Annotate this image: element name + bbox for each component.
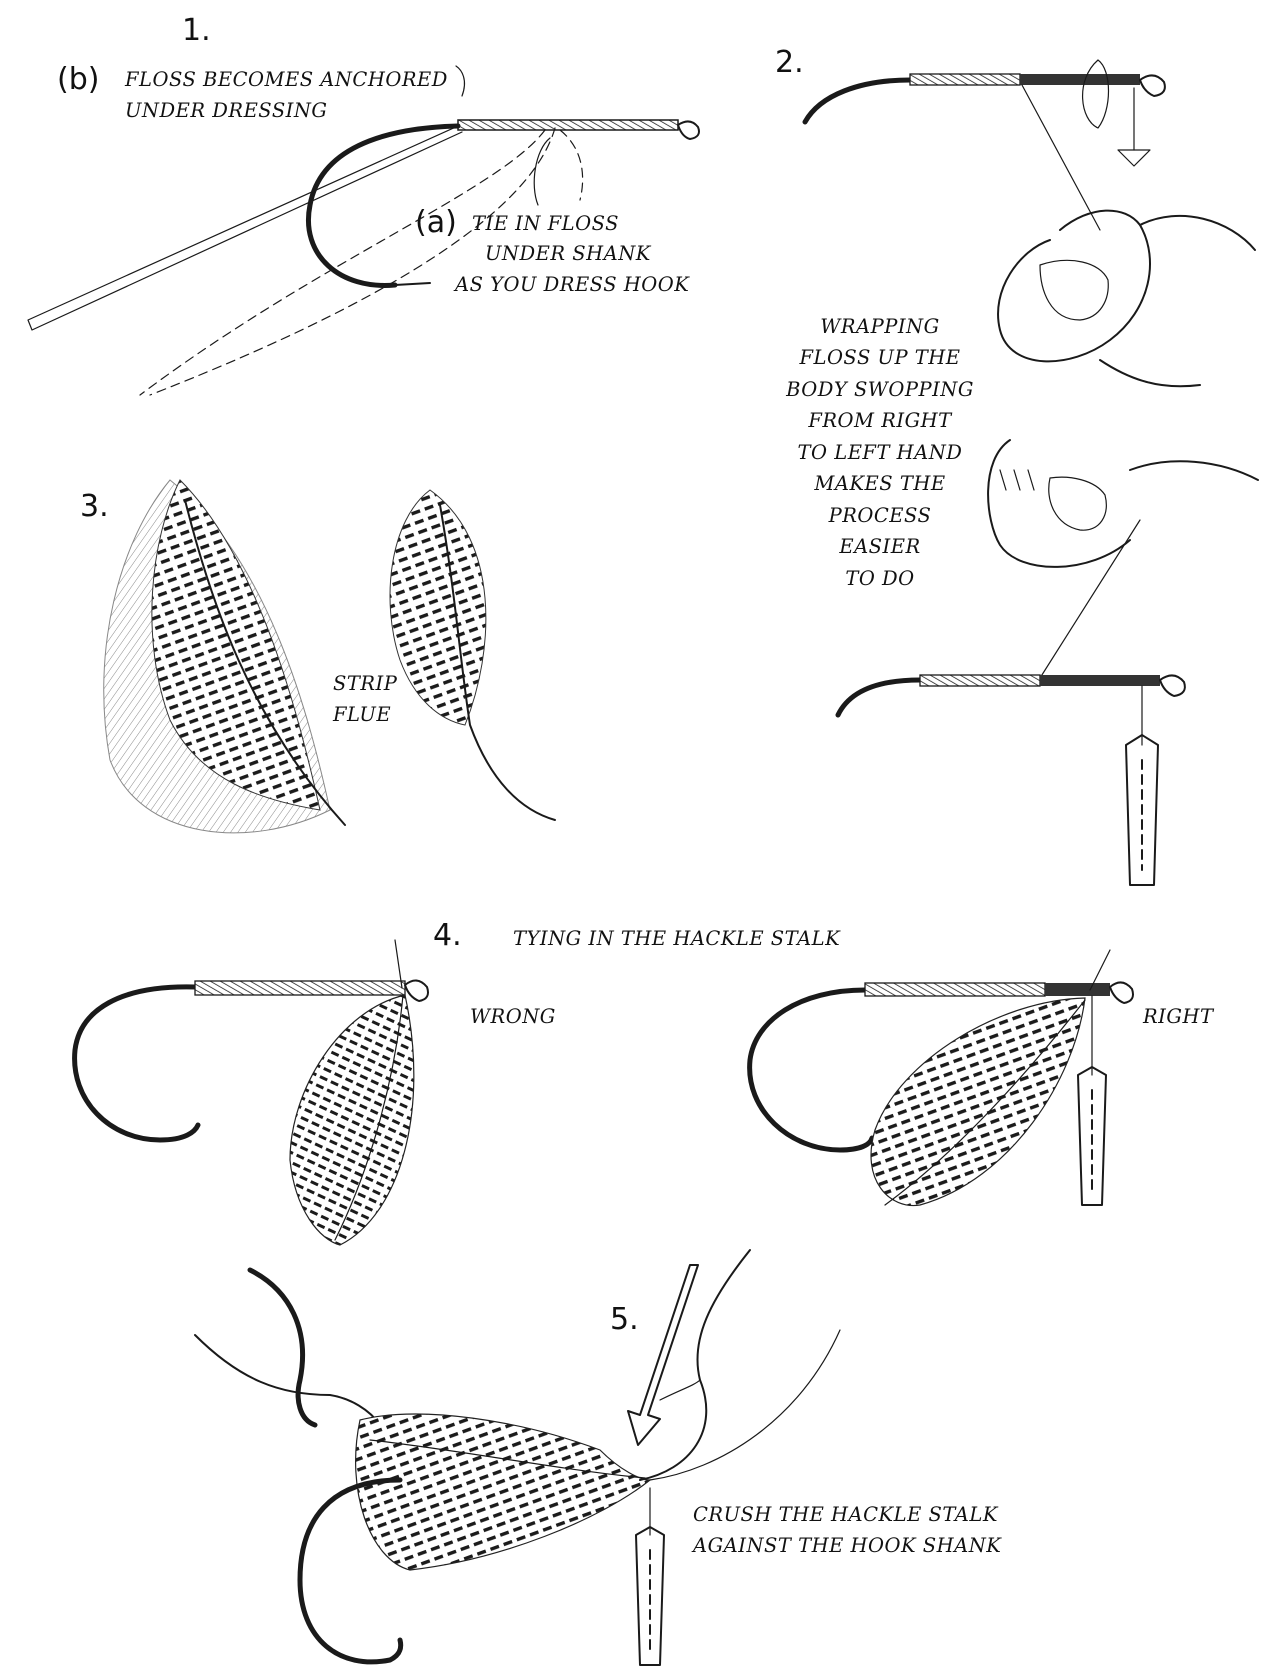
step1-label-b-line2: UNDER DRESSING — [125, 99, 328, 122]
step2-note: WRAPPING FLOSS UP THE BODY SWOPPING FROM… — [785, 315, 974, 590]
step1-hook-eye — [678, 121, 699, 139]
step4-wrong-body-wrap — [195, 981, 405, 995]
step1-label-a-line2: UNDER SHANK — [485, 242, 652, 265]
step2-rotation-arrow — [1083, 60, 1109, 128]
step2-bottom-eye — [1160, 675, 1185, 696]
step4-wrong-eye — [405, 980, 428, 1001]
step2-note-line1: WRAPPING — [820, 315, 939, 338]
step5-note-line1: CRUSH THE HACKLE STALK — [693, 1503, 999, 1526]
step4-right-shank — [1045, 983, 1110, 996]
step1-pointer-b — [456, 66, 464, 96]
step2-top-finger — [1100, 360, 1200, 386]
step3-group: 3. STRIP FLUE — [80, 480, 555, 833]
step5-illustration — [195, 1250, 840, 1665]
step5-thread-upper — [250, 1270, 315, 1425]
step2-top-floss-thread — [1022, 85, 1100, 230]
step2-note-line5: TO LEFT HAND — [798, 441, 963, 464]
step2-note-line2: FLOSS UP THE — [798, 346, 960, 369]
step2-note-line6: MAKES THE — [813, 472, 945, 495]
step4-wrong-illustration — [75, 940, 428, 1245]
step4-right-body-wrap — [865, 983, 1045, 996]
step2-note-line4: FROM RIGHT — [807, 409, 953, 432]
step2-number: 2. — [775, 45, 804, 80]
step1-label-a-line1: TIE IN FLOSS — [472, 212, 619, 235]
step4-right-illustration — [750, 950, 1133, 1206]
step2-group: 2. WRAPPING FLOSS UP THE BODY SWOPPING F… — [775, 45, 1258, 885]
step2-bottom-knuckle-lines — [1000, 470, 1034, 490]
step2-top-eye — [1140, 75, 1165, 96]
step4-right-eye — [1110, 982, 1133, 1003]
step2-bottom-floss-thread — [1040, 520, 1140, 678]
step1-number: 1. — [182, 13, 211, 48]
step4-wrong-label: WRONG — [470, 1005, 556, 1028]
step1-label-b-marker: (b) — [57, 62, 99, 97]
step5-note-line2: AGAINST THE HOOK SHANK — [691, 1534, 1002, 1557]
step2-note-line7: PROCESS — [828, 504, 932, 527]
step1-hook-shank — [458, 120, 678, 130]
step4-title: TYING IN THE HACKLE STALK — [513, 927, 841, 950]
step5-thread-left — [195, 1335, 380, 1425]
step3-feather-stripped — [390, 490, 555, 820]
step4-right-hook-bend — [750, 990, 872, 1150]
step2-top-shank — [1020, 74, 1140, 85]
step2-top-floss-wrap — [910, 74, 1020, 85]
step1-label-b-line1: FLOSS BECOMES ANCHORED — [124, 68, 448, 91]
step4-number: 4. — [433, 918, 462, 953]
step2-note-line3: BODY SWOPPING — [785, 378, 974, 401]
step3-feather-with-flue — [104, 480, 345, 833]
step5-press-arrow — [628, 1265, 698, 1445]
step2-top-hook-bend — [805, 80, 910, 122]
step1-floss-strand — [28, 126, 462, 330]
step2-note-line9: TO DO — [845, 567, 914, 590]
step4-right-label: RIGHT — [1142, 1005, 1215, 1028]
step2-bottom-thumb — [988, 440, 1130, 567]
step4-group: 4. TYING IN THE HACKLE STALK WRONG RIGHT — [75, 918, 1215, 1245]
step3-feather-right — [390, 490, 486, 725]
step4-wrong-hook-bend — [75, 987, 198, 1140]
step5-thread-right — [650, 1330, 840, 1480]
step4-right-feather — [871, 998, 1085, 1206]
step2-top-bobbin-arrow — [1118, 150, 1150, 166]
step2-bottom-hand-edge — [1130, 461, 1258, 480]
step2-bottom-floss-wrap — [920, 675, 1040, 686]
step2-note-line8: EASIER — [838, 535, 920, 558]
step5-group: 5. CRUSH THE HACKLE STALK AGAINST THE HO… — [195, 1250, 1002, 1665]
step2-top-thumbnail — [1040, 260, 1108, 320]
step2-bottom-shank — [1040, 675, 1160, 686]
step1-hook-point — [395, 283, 430, 285]
step5-number: 5. — [610, 1302, 639, 1337]
step2-bottom-hook-bend — [838, 680, 920, 715]
step5-feather — [356, 1414, 650, 1570]
step2-bottom-thumbnail — [1049, 477, 1107, 530]
step1-floss-loop — [560, 130, 583, 200]
step3-note-line2: FLUE — [332, 703, 391, 726]
step4-wrong-feather — [290, 995, 414, 1245]
step3-number: 3. — [80, 489, 109, 524]
step2-top-hand-edge — [1140, 216, 1255, 250]
step3-note-line1: STRIP — [333, 672, 398, 695]
step2-top-thumb — [998, 211, 1150, 362]
step1-group: 1. (b) FLOSS BECOMES ANCHORED UNDER DRES… — [28, 13, 699, 395]
step1-label-a-line3: AS YOU DRESS HOOK — [453, 273, 690, 296]
step5-fingernail — [660, 1380, 700, 1400]
